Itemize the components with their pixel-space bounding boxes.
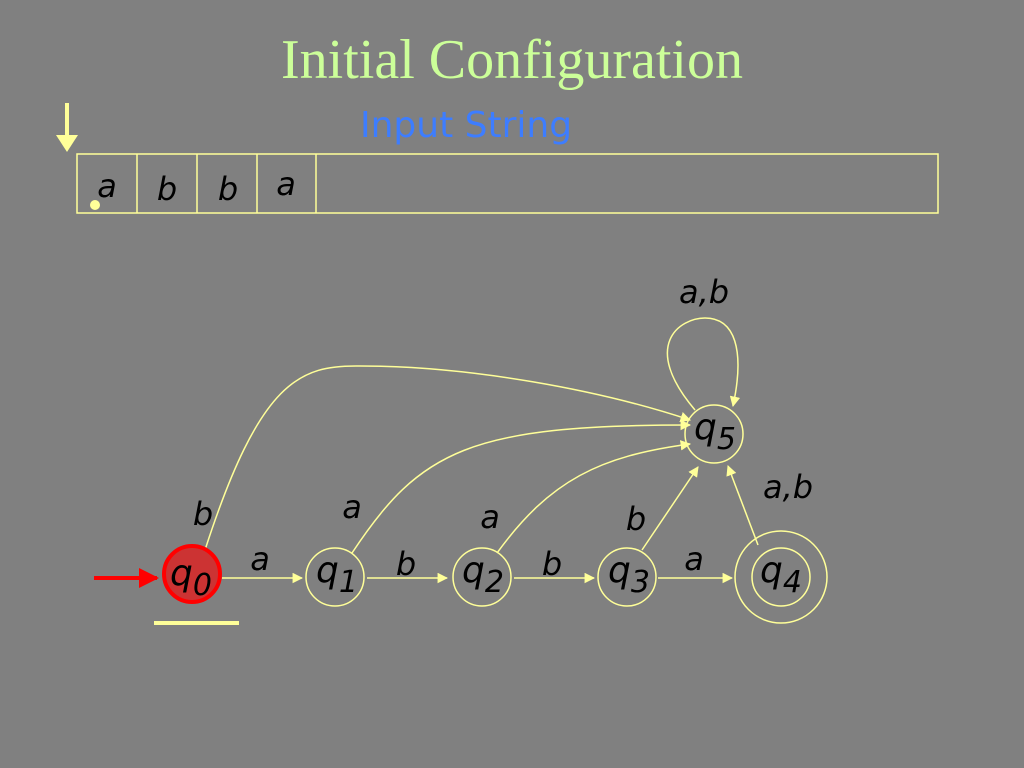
edge-q4-q5 xyxy=(726,465,759,546)
state-q5-circle xyxy=(684,404,744,464)
state-q2: q2 xyxy=(452,547,512,607)
state-q4-label: q4 xyxy=(760,550,802,600)
state-q0-circle xyxy=(162,544,222,604)
label-q0-q5: b xyxy=(193,495,213,533)
state-q0: q0 xyxy=(162,544,222,604)
state-q1-circle xyxy=(305,547,365,607)
state-q3-circle xyxy=(597,547,657,607)
state-q4-outer-circle xyxy=(734,530,828,624)
state-q3: q3 xyxy=(597,547,657,607)
edge-q3-q5 xyxy=(641,466,699,551)
read-position-dot xyxy=(90,200,100,210)
state-q0-label: q0 xyxy=(170,553,212,603)
slide-subtitle: Input String xyxy=(360,105,573,146)
state-q4: q4 xyxy=(734,530,828,624)
state-q3-label: q3 xyxy=(608,550,650,600)
tape-cell-4: a xyxy=(276,165,296,203)
label-q3-q5: b xyxy=(626,500,646,538)
edge-q1-q5 xyxy=(351,419,692,554)
tape-cell-1: a xyxy=(97,167,117,205)
label-q2-q3: b xyxy=(542,545,562,583)
edge-q5-self-loop xyxy=(666,317,741,411)
label-q1-q5: a xyxy=(342,488,362,526)
tape-frame xyxy=(76,153,939,214)
label-q3-q4: a xyxy=(684,540,704,578)
transition-edges xyxy=(204,317,759,584)
label-q5-self-loop: a,b xyxy=(679,273,729,311)
edge-q0-q5 xyxy=(204,365,691,551)
state-q1-label: q1 xyxy=(316,550,358,600)
tape-head-arrow xyxy=(56,103,78,152)
edge-q2-q5 xyxy=(496,440,692,554)
label-q4-q5: a,b xyxy=(763,468,813,506)
state-q2-circle xyxy=(452,547,512,607)
state-q1: q1 xyxy=(305,547,365,607)
label-q1-q2: b xyxy=(396,545,416,583)
state-q2-label: q2 xyxy=(462,550,504,600)
label-q0-q1: a xyxy=(250,540,270,578)
slide-title: Initial Configuration xyxy=(281,29,743,91)
transition-labels: a b b a b a a b a,b a,b xyxy=(193,273,813,583)
state-q5-label: q5 xyxy=(694,407,736,457)
input-tape: a b b a xyxy=(76,153,939,214)
tape-cell-3: b xyxy=(218,170,238,208)
state-q5: q5 xyxy=(684,404,744,464)
label-q2-q5: a xyxy=(480,498,500,536)
tape-cell-2: b xyxy=(157,170,177,208)
state-q4-inner-circle xyxy=(751,547,811,607)
